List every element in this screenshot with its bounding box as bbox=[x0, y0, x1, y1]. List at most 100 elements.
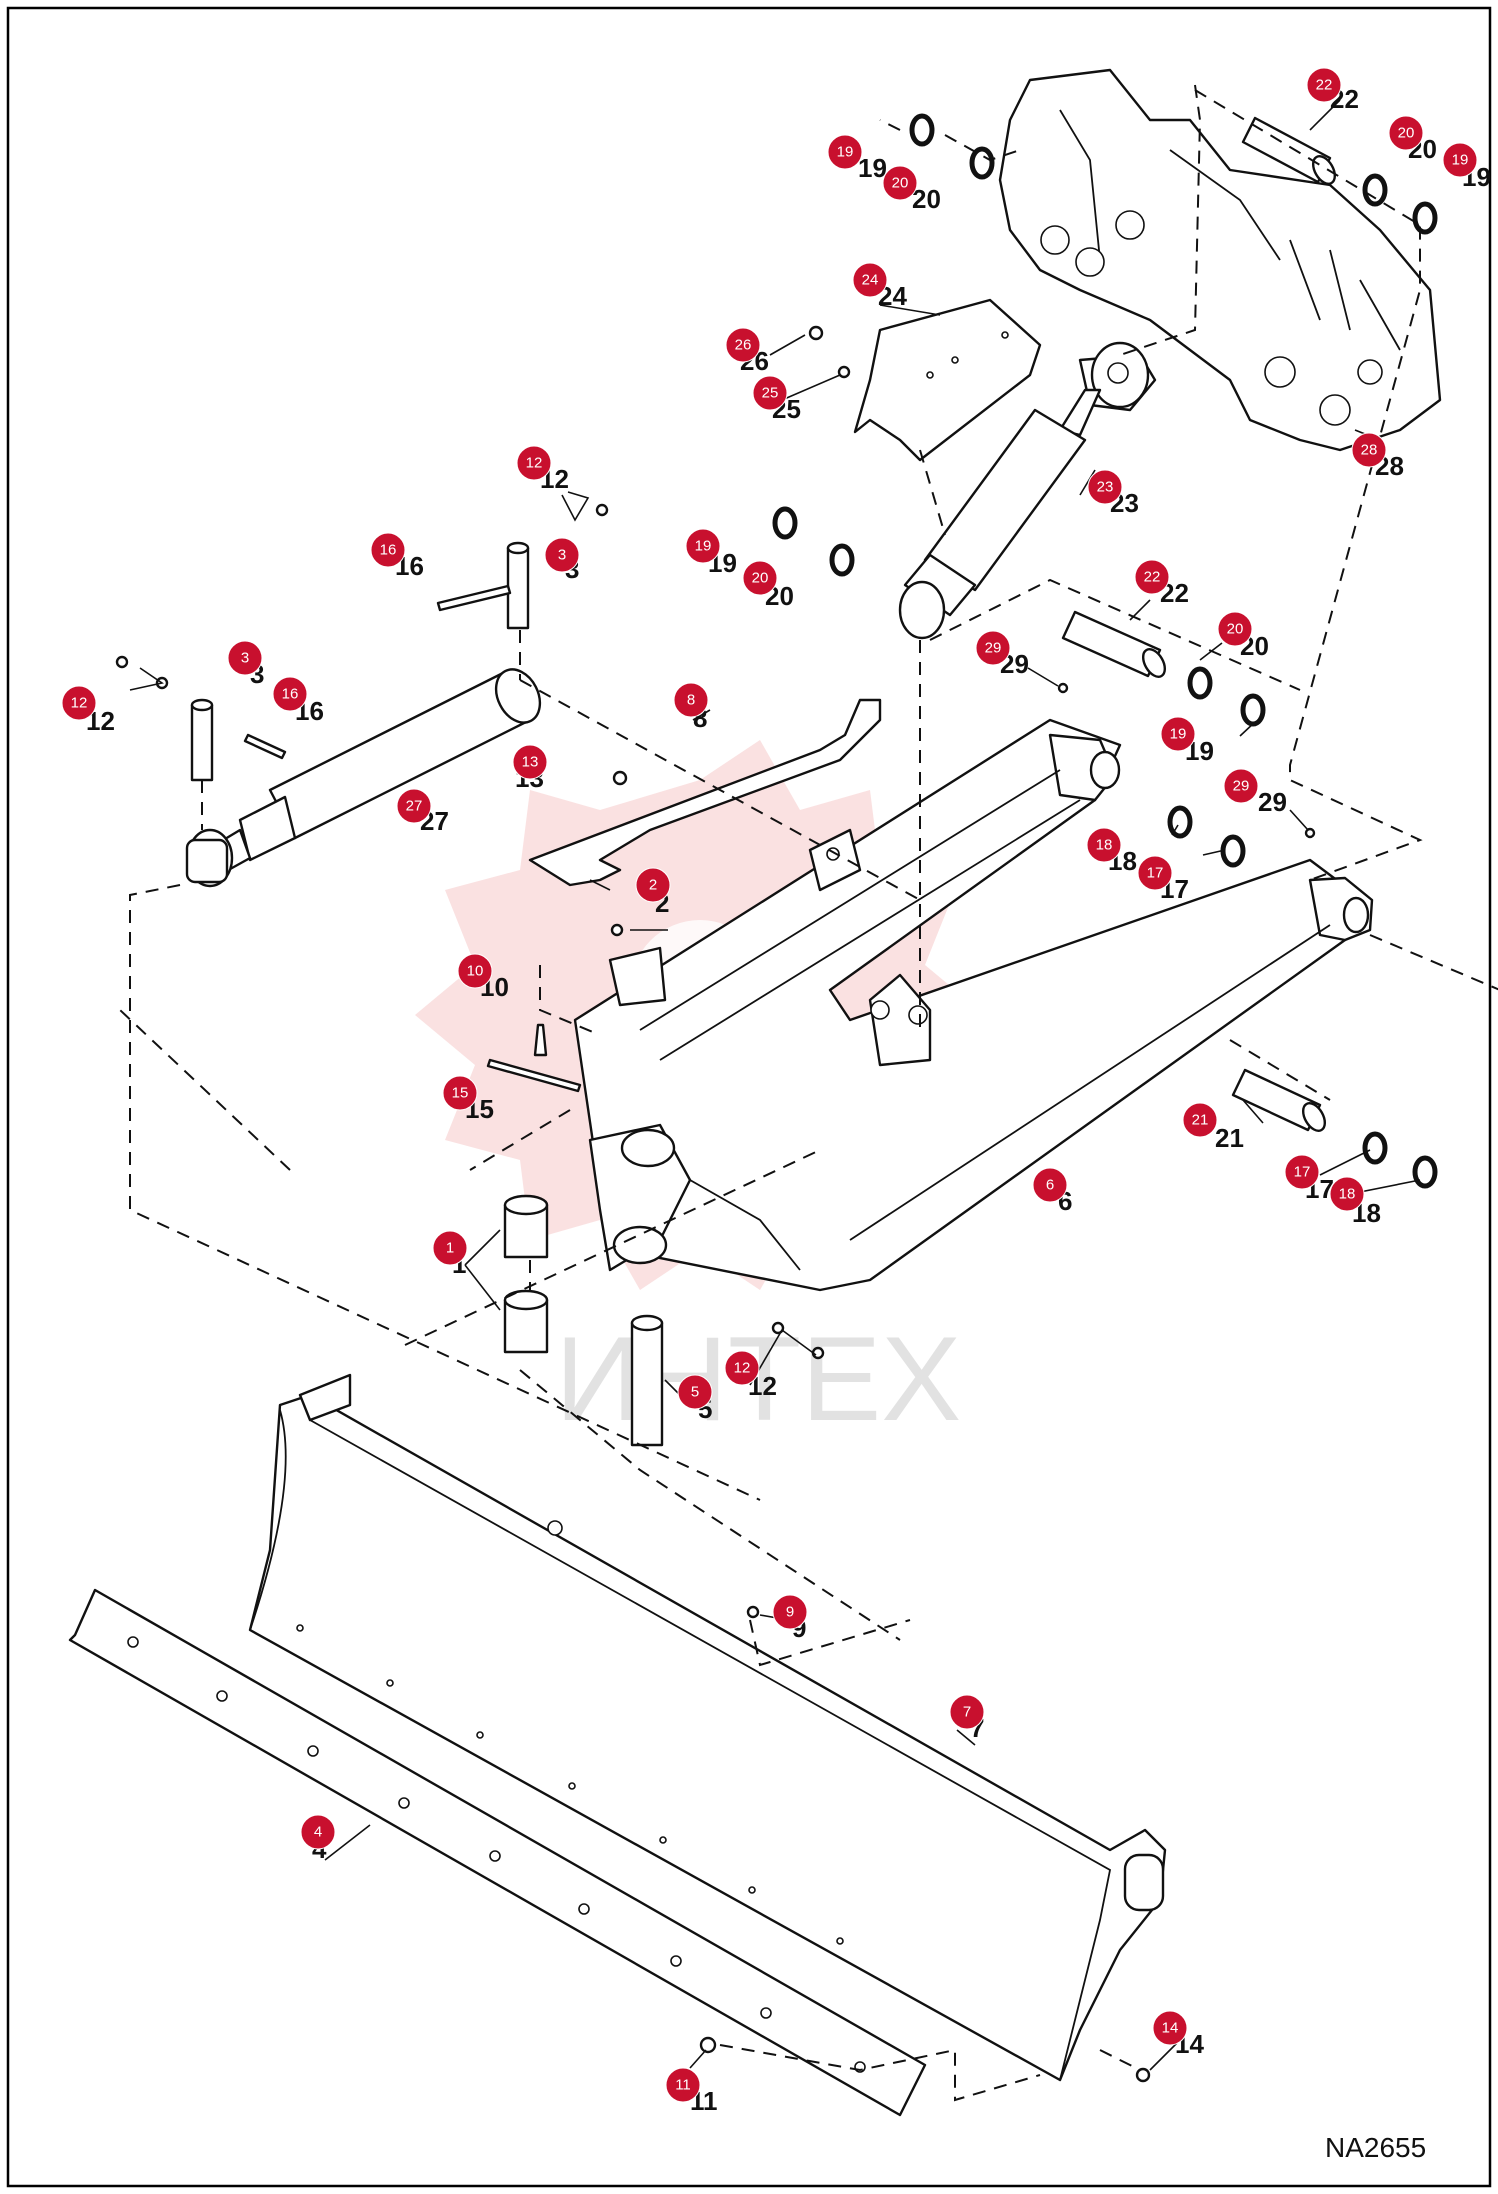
callout-badge[interactable] bbox=[512, 744, 548, 780]
callout-c2: 22 bbox=[635, 867, 671, 918]
watermark-text: ИНТЕХ bbox=[555, 1312, 961, 1446]
callout-badge[interactable] bbox=[725, 327, 761, 363]
callout-badge-number: 24 bbox=[862, 272, 879, 289]
callout-badge[interactable] bbox=[1329, 1176, 1365, 1212]
callout-badge-number: 23 bbox=[1097, 479, 1114, 496]
washer-part-19-top bbox=[1412, 201, 1438, 235]
nut-part-9 bbox=[746, 1605, 760, 1619]
drawing-code: NA2655 bbox=[1325, 2132, 1427, 2163]
callout-badge[interactable] bbox=[975, 630, 1011, 666]
callout-badge-number: 9 bbox=[786, 1604, 794, 1621]
callout-c3b: 33 bbox=[227, 640, 264, 689]
washer-part-17-low bbox=[1362, 1131, 1388, 1165]
callout-badge[interactable] bbox=[673, 682, 709, 718]
callout-badge[interactable] bbox=[442, 1075, 478, 1111]
callout-badge[interactable] bbox=[852, 262, 888, 298]
callout-badge[interactable] bbox=[827, 134, 863, 170]
callout-badge[interactable] bbox=[635, 867, 671, 903]
callout-badge[interactable] bbox=[1388, 115, 1424, 151]
nut-part-12-top bbox=[595, 503, 609, 517]
callout-badge-number: 19 bbox=[837, 144, 854, 161]
callout-badge-number: 4 bbox=[314, 1824, 322, 1841]
callout-badge[interactable] bbox=[949, 1694, 985, 1730]
callout-badge[interactable] bbox=[1351, 432, 1387, 468]
nut-part-13 bbox=[612, 770, 628, 786]
callout-badge[interactable] bbox=[1032, 1167, 1068, 1203]
callout-badge[interactable] bbox=[1152, 2010, 1188, 2046]
callout-badge[interactable] bbox=[752, 375, 788, 411]
callout-badge[interactable] bbox=[272, 676, 308, 712]
callout-badge-number: 19 bbox=[1170, 726, 1187, 743]
callout-badge[interactable] bbox=[665, 2067, 701, 2103]
bolt-part-16-top bbox=[436, 584, 512, 612]
callout-badge-number: 18 bbox=[1096, 837, 1113, 854]
callout-badge[interactable] bbox=[685, 528, 721, 564]
nut-part-14 bbox=[1135, 2067, 1151, 2083]
callout-badge-number: 12 bbox=[526, 455, 543, 472]
bolt-part-11 bbox=[699, 2036, 717, 2054]
blade-part-7 bbox=[248, 1373, 1167, 2082]
cover-plate-part-8 bbox=[528, 698, 882, 887]
callout-badge[interactable] bbox=[1087, 469, 1123, 505]
callout-badge-number: 22 bbox=[1316, 77, 1333, 94]
callout-badge[interactable] bbox=[882, 165, 918, 201]
callout-badge[interactable] bbox=[677, 1374, 713, 1410]
callout-badge[interactable] bbox=[396, 788, 432, 824]
callout-badge[interactable] bbox=[1306, 67, 1342, 103]
callout-badge[interactable] bbox=[457, 953, 493, 989]
part-number-label: 20 bbox=[912, 184, 941, 214]
callout-badge-number: 28 bbox=[1361, 442, 1378, 459]
callout-badge-number: 27 bbox=[406, 798, 423, 815]
callout-badge[interactable] bbox=[61, 685, 97, 721]
callout-badge[interactable] bbox=[772, 1594, 808, 1630]
callout-badge[interactable] bbox=[544, 537, 580, 573]
pin-part-5 bbox=[630, 1314, 664, 1447]
callout-badge-number: 19 bbox=[695, 538, 712, 555]
callout-badge-number: 6 bbox=[1046, 1177, 1054, 1194]
callout-badge[interactable] bbox=[724, 1350, 760, 1386]
callout-badge-number: 20 bbox=[892, 175, 909, 192]
callout-badge[interactable] bbox=[1217, 611, 1253, 647]
callout-badge-number: 3 bbox=[241, 650, 249, 667]
callout-badge[interactable] bbox=[1223, 768, 1259, 804]
callout-badge-number: 1 bbox=[446, 1240, 454, 1257]
callout-c7: 77 bbox=[949, 1694, 985, 1743]
leader-lines bbox=[129, 99, 1421, 2071]
callout-badge[interactable] bbox=[1086, 827, 1122, 863]
callout-c3a: 33 bbox=[544, 537, 580, 584]
callout-badge[interactable] bbox=[742, 560, 778, 596]
cutting-edge-part-4 bbox=[68, 1588, 927, 2117]
callout-badge[interactable] bbox=[1182, 1102, 1218, 1138]
callout-badge-number: 25 bbox=[762, 385, 779, 402]
pin-part-22-mid bbox=[1061, 610, 1167, 678]
callout-badge-number: 14 bbox=[1162, 2020, 1179, 2037]
part-number-label: 21 bbox=[1215, 1123, 1244, 1153]
callout-badge[interactable] bbox=[1284, 1154, 1320, 1190]
callout-badge-number: 11 bbox=[675, 2077, 691, 2094]
callout-badge[interactable] bbox=[370, 532, 406, 568]
callout-badge[interactable] bbox=[516, 445, 552, 481]
bushing-part-1-upper bbox=[503, 1194, 549, 1259]
callout-badge-number: 20 bbox=[1227, 621, 1244, 638]
callout-badge[interactable] bbox=[432, 1230, 468, 1266]
callout-badge[interactable] bbox=[1160, 716, 1196, 752]
callout-badge[interactable] bbox=[1134, 559, 1170, 595]
callout-badge[interactable] bbox=[1442, 142, 1478, 178]
callout-badge[interactable] bbox=[227, 640, 263, 676]
washer-part-20-upper bbox=[969, 146, 995, 180]
washer-part-19-mid bbox=[772, 506, 798, 540]
callout-badge[interactable] bbox=[300, 1814, 336, 1850]
callout-badge-number: 17 bbox=[1147, 865, 1164, 882]
callout-badge[interactable] bbox=[1137, 855, 1173, 891]
